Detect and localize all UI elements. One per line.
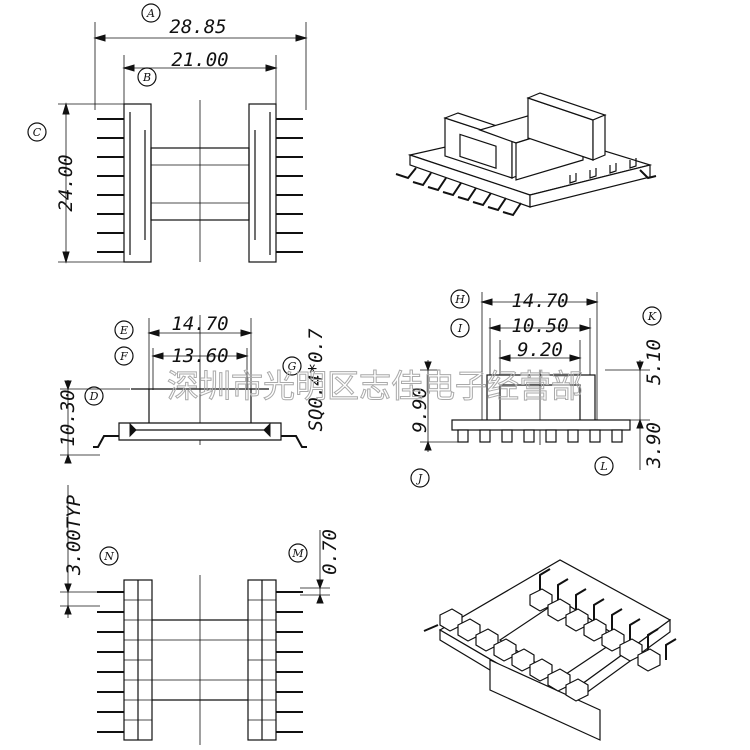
isometric-top-leads	[395, 167, 657, 217]
label-l: L	[599, 460, 607, 473]
label-m: M	[291, 547, 304, 560]
label-g: G	[288, 360, 297, 373]
dim-h-text: 14.70	[511, 290, 568, 312]
front-view: 14.70 H 10.50 I 9.20 K 5.10 3.90 L 9.90	[409, 289, 665, 488]
watermark-text: 深圳市光明区志佳电子经营部	[167, 367, 583, 405]
label-b-circle	[137, 67, 157, 87]
label-f: F	[119, 350, 128, 363]
dim-k-text: 5.10	[643, 339, 665, 385]
isometric-bottom-tabs-back	[529, 588, 661, 672]
front-view-pins	[457, 429, 623, 443]
dim-b-text: 21.00	[171, 49, 228, 71]
label-n: N	[103, 550, 114, 563]
label-a-circle	[141, 3, 161, 23]
label-j: J	[416, 472, 423, 485]
dim-g-text: SQ0.4*0.7	[305, 328, 327, 432]
label-b: B	[142, 71, 151, 84]
label-c-circle	[27, 122, 47, 142]
dim-m-text: 0.70	[319, 529, 341, 575]
isometric-bottom-tabs-front	[439, 608, 589, 702]
isometric-view-bottom	[423, 559, 677, 741]
dim-l-text: 3.90	[643, 422, 665, 469]
label-a: A	[146, 7, 155, 20]
dim-c-text: 24.00	[55, 154, 77, 211]
dim-i-text: 10.50	[511, 315, 568, 337]
dim-a-text: 28.85	[169, 16, 226, 38]
bottom-view-pins	[97, 591, 303, 733]
dim-d-text: 10.30	[57, 389, 79, 446]
label-i: I	[457, 322, 463, 335]
label-k: K	[647, 310, 657, 323]
dim-j-text: 9.90	[409, 387, 431, 433]
top-view-pins	[97, 118, 303, 253]
isometric-view-top	[395, 92, 657, 217]
label-e: E	[119, 324, 128, 337]
dim-center-text: 9.20	[517, 339, 563, 361]
bottom-view: 3.00TYP N 0.70 M	[60, 485, 341, 745]
isometric-bottom-leads	[423, 568, 677, 660]
dim-n-text: 3.00TYP	[63, 494, 85, 576]
label-h: H	[454, 293, 465, 306]
top-view: 28.85 A 21.00 B 24.00 C	[27, 3, 308, 264]
label-d: D	[89, 390, 99, 403]
side-view: 14.70 E 13.60 F 10.30 D SQ0.4*0.7 G	[57, 313, 327, 464]
label-c: C	[33, 126, 42, 139]
